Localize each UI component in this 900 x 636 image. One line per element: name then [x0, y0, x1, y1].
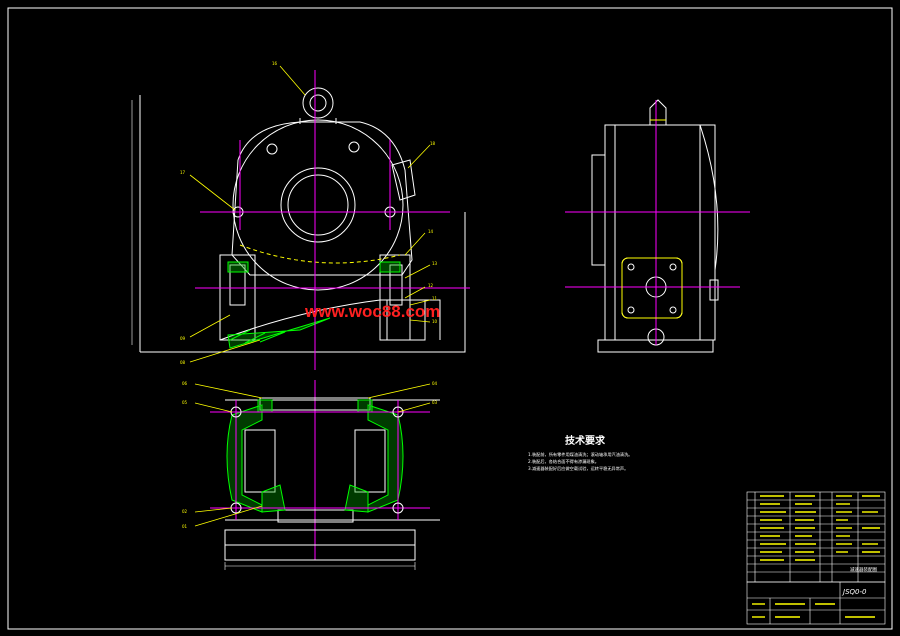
title-block-drawing-name: 减速器装配图 — [850, 566, 877, 573]
front-view — [139, 87, 466, 353]
balloon-label: 05 — [182, 400, 188, 405]
balloon-label: 02 — [182, 509, 188, 514]
balloon-label: 09 — [180, 336, 186, 341]
tech-note: 3.减速器装配好后应做空载试验，运转平稳无异常声。 — [528, 465, 628, 472]
tech-requirements-title: 技术要求 — [565, 434, 606, 447]
balloon-label: 08 — [180, 360, 186, 365]
tech-note: 1.装配前，所有零件用煤油清洗；滚动轴承用汽油清洗。 — [528, 451, 633, 458]
balloon-label: 03 — [432, 400, 438, 405]
side-view — [591, 99, 719, 353]
title-block-entries — [752, 603, 875, 618]
side-view-accents — [621, 119, 683, 319]
drawing-frame — [7, 7, 893, 630]
tech-requirements-notes: 1.装配前，所有零件用煤油清洗；滚动轴承用汽油清洗。 2.装配后，各结合面不得有… — [528, 451, 633, 472]
front-view-hatch — [227, 261, 401, 349]
balloon-label: 14 — [428, 229, 434, 234]
balloon-label: 12 — [428, 283, 434, 288]
title-block — [746, 581, 886, 625]
tech-note: 2.装配后，各结合面不得有渗漏现象。 — [528, 458, 599, 465]
section-view-leaders — [194, 383, 431, 527]
balloon-label: 16 — [272, 61, 278, 66]
section-view-bolts — [230, 406, 404, 514]
balloon-label: 01 — [182, 524, 188, 529]
balloon-label: 18 — [430, 141, 436, 146]
balloon-label: 04 — [432, 381, 438, 386]
oil-level-line — [239, 244, 401, 264]
balloon-label: 11 — [432, 296, 438, 301]
balloon-label: 13 — [432, 261, 438, 266]
balloon-label: 17 — [180, 170, 186, 175]
side-view-centerlines — [565, 100, 750, 345]
front-view-leaders — [189, 65, 431, 363]
front-view-centerlines — [195, 70, 470, 560]
title-block-code: JSQ0-0 — [841, 588, 867, 596]
balloon-label: 10 — [432, 319, 438, 324]
front-view-balloon-labels: 16 17 18 14 13 12 11 10 09 08 — [180, 61, 438, 365]
section-view-balloon-labels: 06 05 04 03 02 01 — [182, 381, 438, 529]
parts-list-entries — [760, 495, 880, 561]
balloon-label: 06 — [182, 381, 188, 386]
watermark-text: www.woc88.com — [304, 302, 440, 321]
dimension-lines — [131, 100, 416, 570]
